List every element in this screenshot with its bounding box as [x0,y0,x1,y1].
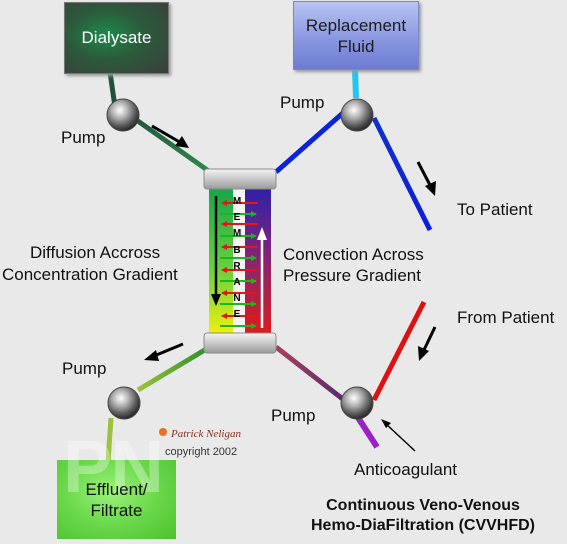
membrane-letter: N [233,293,241,305]
flow-arrow-icon-dialysate [151,124,189,148]
exchange-arrowhead [221,244,227,250]
exchange-arrows [220,200,258,329]
effluent-label-line1: Effluent/ [85,479,148,499]
signature-dot-icon [159,428,167,436]
filter-bottom-cap [203,332,277,354]
replacement-label-line1: Replacement [305,15,407,35]
pump-label-replacement: Pump [280,93,325,112]
anticoagulant-line [354,414,380,449]
tubing [105,68,433,463]
effluent-watermark: PN [63,425,164,508]
diffusion-label-line2: Concentration Gradient [2,265,178,284]
to-patient-label: To Patient [457,200,533,219]
exchange-arrowhead [221,290,227,296]
membrane-letter: A [233,277,241,288]
blood-out-line-to-patient [371,116,433,232]
blood-out-line-filter-to-pump [274,110,346,174]
pump-roller-icon-effluent [107,386,141,420]
pump-roller-icon-blood [340,386,374,420]
dialysate-line-to-filter [126,111,212,175]
exchange-arrowhead [251,301,257,307]
pump-label-dialysate: Pump [61,128,106,147]
replacement-fluid-box: Replacement Fluid [293,1,419,70]
blood-in-line-from-patient [371,300,427,402]
flow-arrow-icon-to-patient [416,161,436,196]
filter-right-compartment [245,188,271,336]
flow-arrow-icon-from-patient [418,326,437,361]
title-line1: Continuous Veno-Venous [326,497,520,514]
filter-top-cap [203,168,277,190]
membrane-letter: E [233,309,241,321]
replacement-label-line2: Fluid [337,36,375,56]
exchange-arrowhead [251,211,257,217]
exchange-arrowhead [221,313,227,319]
effluent-filtrate-box: PN Effluent/ Filtrate [57,430,176,539]
exchange-arrowhead [251,255,257,261]
diffusion-label-line1: Diffusion Accross [30,243,161,262]
exchange-arrowhead [221,221,227,227]
convection-label-line2: Pressure Gradient [283,266,421,285]
effluent-line-to-bag [105,417,114,463]
membrane-letter: M [232,196,242,207]
anticoagulant-label: Anticoagulant [354,460,458,479]
membrane-letter: B [233,244,241,256]
membrane-letter: R [233,260,241,272]
title-line2: Hemo-DiaFiltration (CVVHFD) [311,517,535,534]
replacement-fluid-line [352,68,359,99]
pump-roller-icon-replacement [340,98,374,132]
blood-in-line-pump-to-filter [274,345,346,402]
pump-roller-icon-dialysate [106,98,140,132]
copyright-text: copyright 2002 [165,446,238,458]
dialysate-flow-arrowhead [211,294,221,306]
dialysate-label: Dialysate [81,28,152,47]
effluent-label-line2: Filtrate [90,500,143,520]
exchange-arrowhead [221,200,227,206]
membrane-letter: E [233,212,241,224]
membrane-letter: M [232,228,242,240]
hemofilter [203,168,277,354]
exchange-arrowhead [251,233,257,239]
flow-arrow-icon-anticoagulant [381,419,416,452]
signature: Patrick Neligan [171,428,241,440]
filter-left-compartment [209,188,233,336]
exchange-arrowhead [251,323,257,329]
pump-label-effluent: Pump [62,359,107,378]
flow-arrow-icon-effluent [144,342,184,361]
blood-flow-arrowhead [257,227,267,240]
convection-label-line1: Convection Across [283,245,424,264]
dialysate-box: Dialysate [64,2,169,74]
pump-label-blood: Pump [271,406,316,425]
diagram-title: Continuous Veno-Venous Hemo-DiaFiltratio… [283,496,563,536]
exchange-arrowhead [251,278,257,284]
from-patient-label: From Patient [457,308,555,327]
effluent-line-filter-to-pump [136,345,210,393]
exchange-arrowhead [221,267,227,273]
